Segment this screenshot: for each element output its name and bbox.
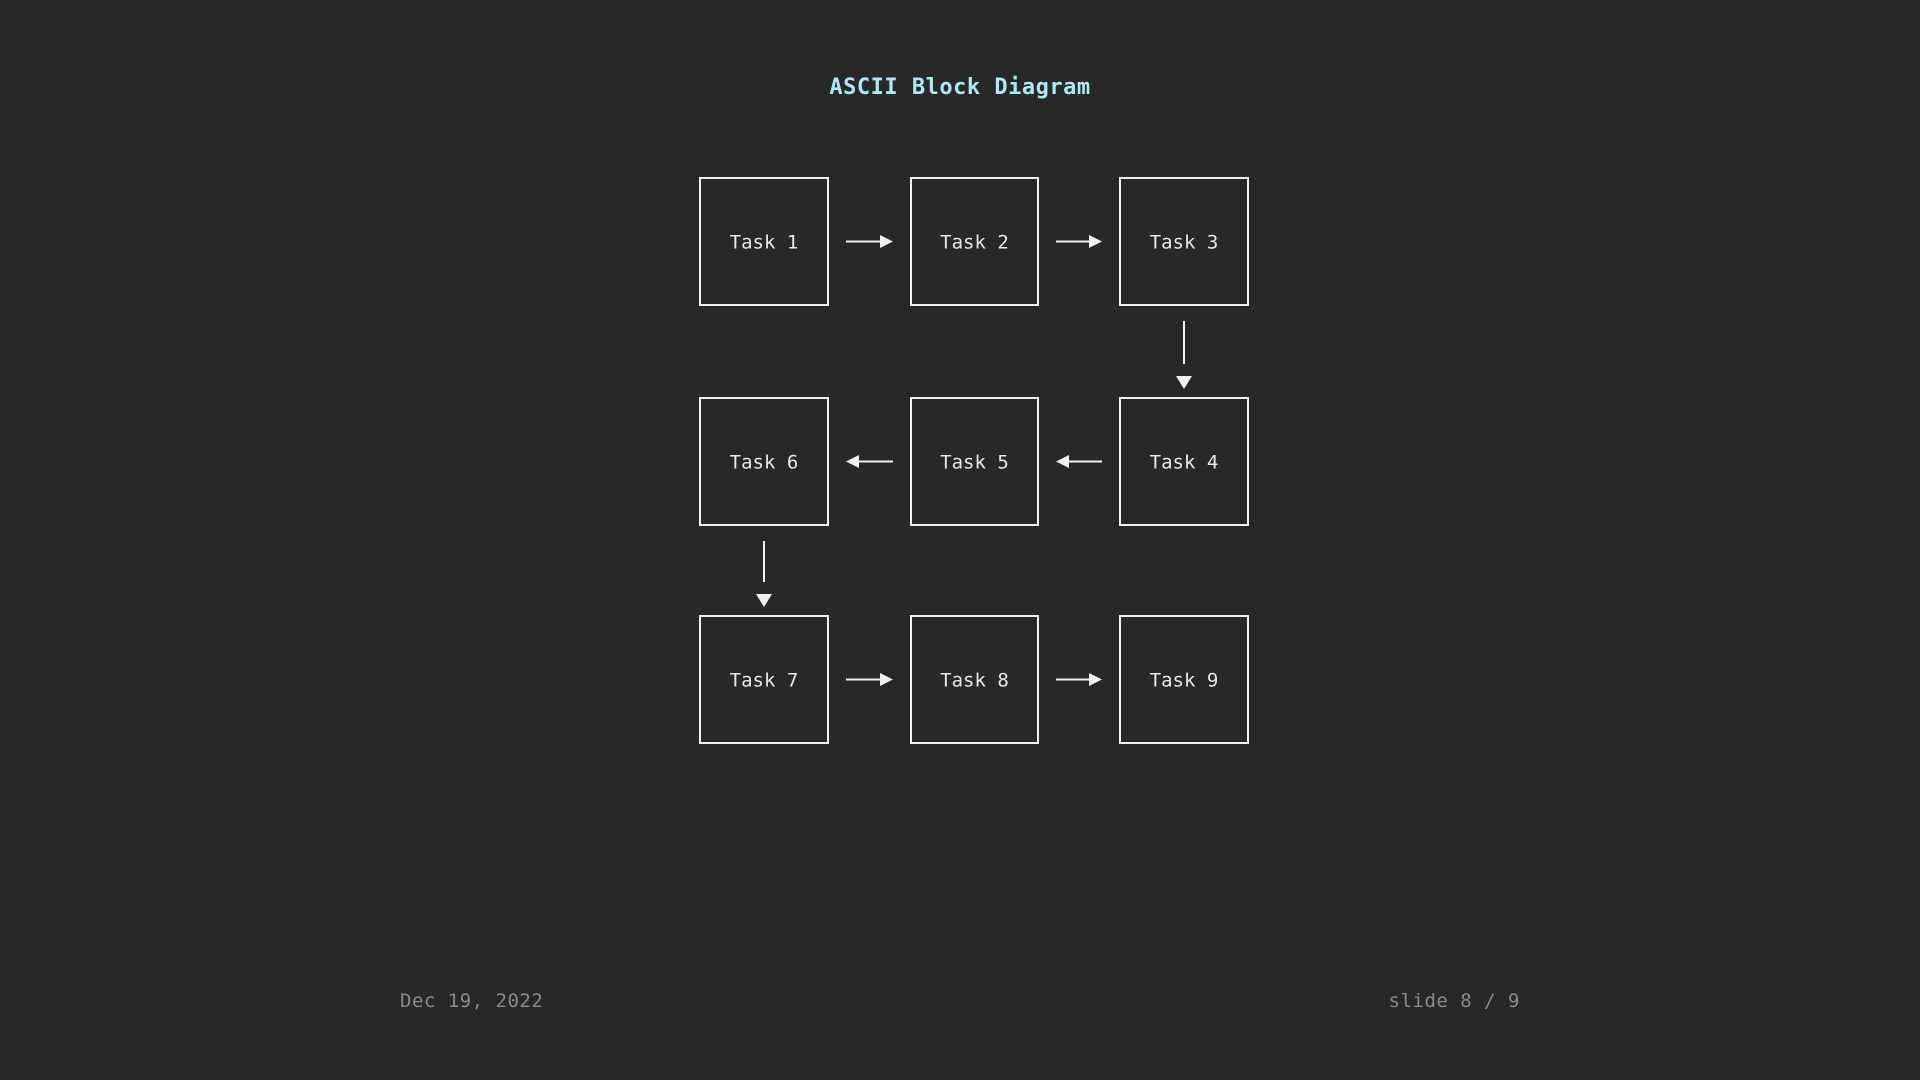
arrowhead-left-icon — [1056, 455, 1069, 468]
node-box[interactable] — [699, 615, 829, 744]
node-task6[interactable]: Task 6 — [699, 397, 829, 526]
node-box[interactable] — [910, 615, 1039, 744]
node-box[interactable] — [910, 397, 1039, 526]
arrowhead-right-icon — [880, 673, 893, 686]
node-label: Task 9 — [1150, 670, 1219, 692]
arrowhead-left-icon — [846, 455, 859, 468]
node-task8[interactable]: Task 8 — [910, 615, 1039, 744]
edge-task4-to-task5 — [1056, 455, 1102, 468]
node-task1[interactable]: Task 1 — [699, 177, 829, 306]
edge-task2-to-task3 — [1056, 235, 1102, 248]
node-task5[interactable]: Task 5 — [910, 397, 1039, 526]
node-task7[interactable]: Task 7 — [699, 615, 829, 744]
arrowhead-right-icon — [880, 235, 893, 248]
node-label: Task 5 — [940, 452, 1009, 474]
edge-task6-to-task7 — [756, 541, 772, 607]
edge-task8-to-task9 — [1056, 673, 1102, 686]
slide-counter: slide 8 / 9 — [1388, 990, 1520, 1012]
edge-task7-to-task8 — [846, 673, 893, 686]
node-label: Task 2 — [940, 232, 1009, 254]
edge-task3-to-task4 — [1176, 321, 1192, 389]
arrowhead-down-icon — [756, 594, 772, 607]
node-box[interactable] — [1119, 177, 1249, 306]
node-label: Task 6 — [730, 452, 799, 474]
node-label: Task 7 — [730, 670, 799, 692]
node-box[interactable] — [1119, 615, 1249, 744]
node-label: Task 4 — [1150, 452, 1219, 474]
arrowhead-down-icon — [1176, 376, 1192, 389]
arrowhead-right-icon — [1089, 235, 1102, 248]
page-title: ASCII Block Diagram — [829, 75, 1091, 100]
node-task3[interactable]: Task 3 — [1119, 177, 1249, 306]
node-label: Task 3 — [1150, 232, 1219, 254]
node-box[interactable] — [699, 177, 829, 306]
footer-date: Dec 19, 2022 — [400, 990, 544, 1012]
edge-task1-to-task2 — [846, 235, 893, 248]
node-box[interactable] — [699, 397, 829, 526]
node-label: Task 1 — [730, 232, 799, 254]
node-box[interactable] — [910, 177, 1039, 306]
node-box[interactable] — [1119, 397, 1249, 526]
node-task4[interactable]: Task 4 — [1119, 397, 1249, 526]
edge-task5-to-task6 — [846, 455, 893, 468]
node-task2[interactable]: Task 2 — [910, 177, 1039, 306]
node-label: Task 8 — [940, 670, 1009, 692]
arrowhead-right-icon — [1089, 673, 1102, 686]
node-task9[interactable]: Task 9 — [1119, 615, 1249, 744]
